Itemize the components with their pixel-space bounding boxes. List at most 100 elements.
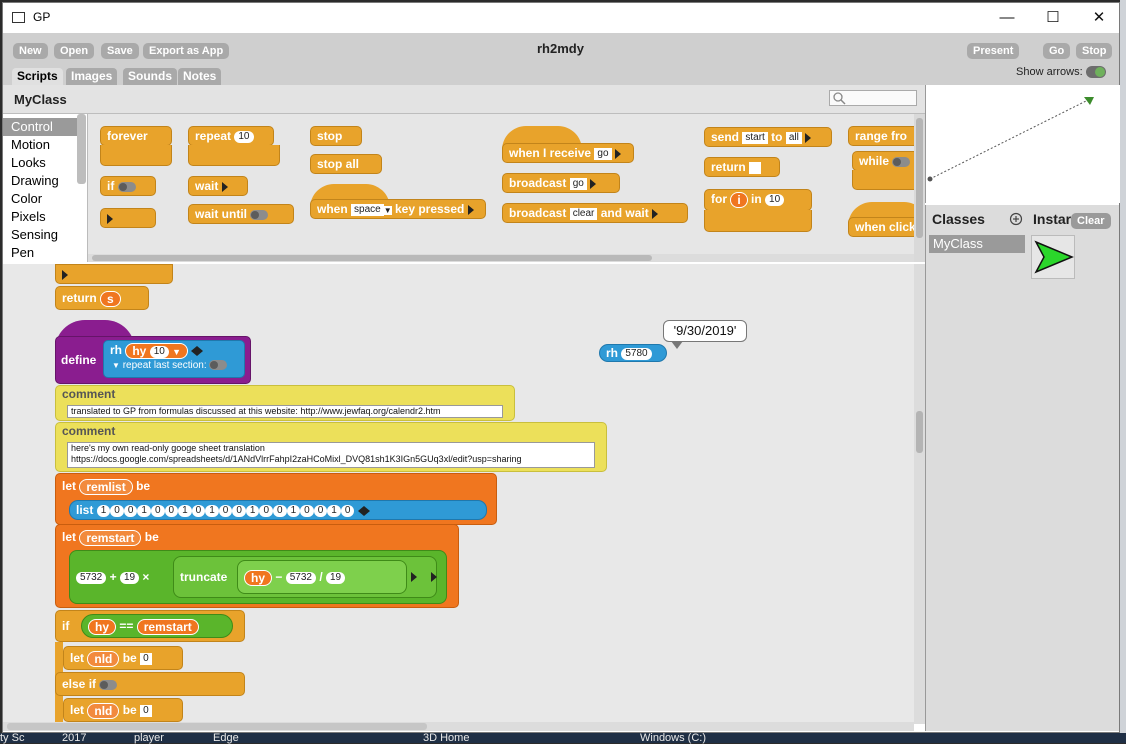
collapse-arrow-icon[interactable]: [191, 345, 198, 356]
for-block[interactable]: for i in 10: [704, 189, 812, 211]
stop-button[interactable]: Stop: [1076, 43, 1113, 59]
hy-variable[interactable]: hy: [88, 618, 117, 635]
save-button[interactable]: Save: [101, 43, 139, 59]
taskbar-label[interactable]: 3D Home: [423, 732, 470, 744]
show-arrows-toggle[interactable]: [1085, 66, 1106, 79]
message-slot[interactable]: start: [742, 131, 768, 144]
wait-until-block[interactable]: wait until: [188, 204, 294, 224]
wait-block[interactable]: wait: [188, 176, 248, 196]
when-key-pressed-block[interactable]: when space▼ key pressed: [310, 199, 486, 219]
list-item[interactable]: 0: [300, 504, 314, 517]
number-slot[interactable]: 19: [119, 571, 140, 584]
go-button[interactable]: Go: [1043, 43, 1071, 59]
category-pixels[interactable]: Pixels: [11, 209, 46, 224]
variable-name[interactable]: remlist: [79, 478, 133, 495]
parameter-default[interactable]: 10: [149, 345, 169, 358]
list-item[interactable]: 0: [340, 504, 355, 517]
expand-arrow-icon[interactable]: [805, 132, 812, 143]
repeat-count[interactable]: 10: [234, 130, 254, 143]
scroll-thumb[interactable]: [916, 118, 923, 238]
tab-scripts[interactable]: Scripts: [12, 68, 63, 85]
maximize-button[interactable]: ☐: [1046, 9, 1060, 26]
clear-button[interactable]: Clear: [1071, 213, 1111, 229]
list-item[interactable]: 1: [178, 504, 192, 517]
palette-search-input[interactable]: [829, 90, 917, 106]
number-slot[interactable]: 5732: [285, 571, 316, 584]
category-motion[interactable]: Motion: [11, 137, 51, 152]
collapse-arrow-icon[interactable]: [357, 505, 364, 516]
stage[interactable]: [925, 85, 1120, 203]
scroll-thumb[interactable]: [916, 411, 923, 453]
dropdown-icon[interactable]: ▼: [383, 206, 392, 215]
list-item[interactable]: 0: [110, 504, 124, 517]
scroll-thumb[interactable]: [92, 255, 652, 261]
reporter-arg[interactable]: 5780: [621, 347, 652, 360]
category-color[interactable]: Color: [11, 191, 43, 206]
key-dropdown[interactable]: space: [351, 203, 384, 216]
repeat-last-toggle[interactable]: [209, 360, 228, 371]
variable-name[interactable]: nld: [87, 650, 120, 667]
condition-toggle[interactable]: [117, 181, 136, 192]
list-item[interactable]: 0: [273, 504, 287, 517]
taskbar-label[interactable]: Edge: [213, 732, 239, 744]
tab-sounds[interactable]: Sounds: [123, 68, 177, 85]
export-button[interactable]: Export as App: [143, 43, 230, 59]
expand-arrow-icon[interactable]: [221, 181, 228, 192]
dropdown-icon[interactable]: ▼: [112, 361, 120, 370]
scroll-thumb[interactable]: [7, 723, 427, 730]
list-item[interactable]: 0: [123, 504, 138, 517]
list-item[interactable]: 0: [164, 504, 179, 517]
if-block[interactable]: if: [100, 176, 156, 196]
taskbar-label[interactable]: 2017: [62, 732, 87, 744]
tab-notes[interactable]: Notes: [178, 68, 222, 85]
comment-text[interactable]: translated to GP from formulas discussed…: [67, 405, 503, 418]
list-item[interactable]: 0: [259, 504, 273, 517]
expand-arrow-icon[interactable]: [652, 208, 659, 219]
expand-arrow-icon[interactable]: [590, 178, 597, 189]
target-slot[interactable]: all: [785, 131, 802, 144]
expand-arrow-icon[interactable]: [467, 204, 474, 215]
variable-name[interactable]: remstart: [79, 529, 142, 546]
return-block[interactable]: return: [704, 157, 780, 177]
list-item[interactable]: 1: [245, 504, 260, 517]
return-slot[interactable]: [749, 161, 762, 174]
equals-reporter[interactable]: hy == remstart: [81, 614, 233, 638]
list-item[interactable]: 0: [191, 504, 206, 517]
category-scrollbar[interactable]: [77, 114, 86, 184]
rh-reporter[interactable]: rh 5780: [599, 344, 667, 362]
expand-arrow-icon[interactable]: [107, 213, 113, 224]
function-name[interactable]: rh: [110, 343, 122, 357]
category-sensing[interactable]: Sensing: [11, 227, 58, 242]
scripting-area[interactable]: return s define rh hy 10 ▼ ▼ repeat last…: [3, 264, 914, 724]
scripts-horizontal-scrollbar[interactable]: [3, 722, 914, 731]
tab-images[interactable]: Images: [66, 68, 118, 85]
value-slot[interactable]: 0: [140, 652, 152, 665]
broadcast-and-wait-block[interactable]: broadcast clear and wait: [502, 203, 688, 223]
function-signature[interactable]: rh hy 10 ▼ ▼ repeat last section:: [103, 340, 245, 378]
loop-count[interactable]: 10: [765, 193, 785, 206]
divide-reporter[interactable]: hy − 5732 / 19: [237, 560, 407, 594]
scripts-vertical-scrollbar[interactable]: [914, 264, 925, 724]
loop-variable[interactable]: i: [730, 191, 748, 208]
hy-variable[interactable]: hy: [244, 569, 273, 586]
list-item[interactable]: 0: [150, 504, 165, 517]
minimize-button[interactable]: —: [999, 9, 1015, 26]
message-slot[interactable]: go: [594, 147, 612, 160]
taskbar-label[interactable]: Windows (C:): [640, 732, 707, 744]
palette-horizontal-scrollbar[interactable]: [88, 254, 914, 262]
return-block[interactable]: return s: [55, 286, 149, 310]
list-item[interactable]: 1: [205, 504, 219, 517]
category-drawing[interactable]: Drawing: [11, 173, 59, 188]
comment-block[interactable]: comment translated to GP from formulas d…: [55, 385, 515, 421]
forever-block[interactable]: forever: [100, 126, 172, 146]
taskbar-label[interactable]: player: [134, 732, 164, 744]
list-item[interactable]: 1: [286, 504, 301, 517]
comment-block[interactable]: comment here's my own read-only googe sh…: [55, 422, 607, 472]
expand-arrow-icon[interactable]: [614, 148, 621, 159]
message-slot[interactable]: clear: [569, 207, 598, 220]
if-else-arrow[interactable]: [100, 208, 156, 228]
let-nld-block[interactable]: let nld be 0: [63, 698, 183, 722]
palette-vertical-scrollbar[interactable]: [914, 114, 925, 262]
else-if-block[interactable]: else if: [55, 672, 245, 696]
